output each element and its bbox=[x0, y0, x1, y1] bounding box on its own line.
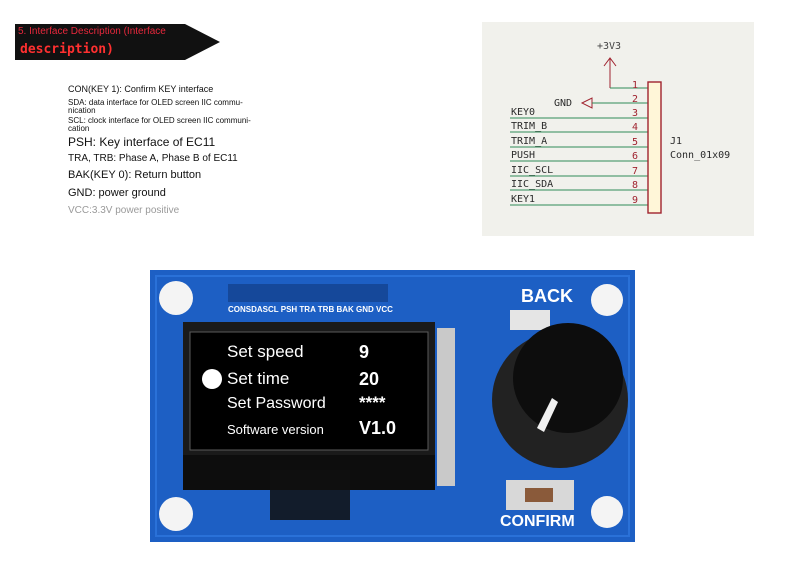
net-label: IIC_SDA bbox=[511, 179, 554, 190]
section-title-line2: description) bbox=[20, 42, 114, 57]
menu-item-software-version: Software version bbox=[227, 422, 324, 437]
connector-ref: J1 bbox=[670, 136, 683, 147]
net-label: PUSH bbox=[511, 150, 536, 161]
confirm-label: CONFIRM bbox=[500, 513, 575, 530]
pin-number: 7 bbox=[632, 166, 639, 177]
net-label: KEY1 bbox=[511, 194, 536, 205]
net-label: TRIM_B bbox=[511, 121, 548, 132]
menu-value-set-speed: 9 bbox=[359, 342, 370, 362]
pin-number: 6 bbox=[632, 151, 639, 162]
pin-number: 9 bbox=[632, 195, 639, 206]
desc-scl-line2: cation bbox=[68, 124, 90, 133]
connector-schematic: +3V3 GND J1 Conn_01x09 1 2 3 4 5 6 7 8 9… bbox=[482, 22, 754, 236]
oled-module-board: CONSDASCL PSH TRA TRB BAK GND VCC BACK C… bbox=[150, 270, 635, 542]
pin-number: 1 bbox=[632, 80, 639, 91]
menu-value-set-time: 20 bbox=[359, 369, 380, 389]
desc-gnd: GND: power ground bbox=[68, 187, 166, 199]
pin-number: 4 bbox=[632, 122, 639, 133]
desc-bak: BAK(KEY 0): Return button bbox=[68, 169, 202, 181]
pin-number: 5 bbox=[632, 137, 639, 148]
pin-number: 3 bbox=[632, 108, 639, 119]
desc-tra-trb: TRA, TRB: Phase A, Phase B of EC11 bbox=[68, 153, 238, 164]
desc-scl-line1: SCL: clock interface for OLED screen IIC… bbox=[68, 116, 251, 125]
section-title-banner: 5. Interface Description (Interface desc… bbox=[15, 24, 220, 60]
net-label: TRIM_A bbox=[511, 136, 548, 147]
net-label: IIC_SCL bbox=[511, 165, 554, 176]
header-pin-labels: CONSDASCL PSH TRA TRB BAK GND VCC bbox=[228, 305, 393, 314]
pin-number: 2 bbox=[632, 94, 639, 105]
connector-part: Conn_01x09 bbox=[670, 150, 731, 161]
section-title-line1: 5. Interface Description (Interface bbox=[18, 26, 166, 37]
selection-cursor-icon bbox=[202, 369, 222, 389]
banner-arrow-shape bbox=[15, 24, 220, 60]
board-artwork bbox=[150, 270, 635, 542]
desc-psh: PSH: Key interface of EC11 bbox=[68, 135, 216, 149]
menu-item-set-time: Set time bbox=[227, 369, 290, 388]
desc-vcc: VCC:3.3V power positive bbox=[68, 205, 180, 216]
menu-value-software-version: V1.0 bbox=[359, 418, 397, 438]
menu-item-set-speed: Set speed bbox=[227, 342, 304, 361]
menu-value-set-password: **** bbox=[359, 393, 386, 412]
power-label: +3V3 bbox=[597, 41, 622, 52]
net-label: KEY0 bbox=[511, 107, 536, 118]
back-label: BACK bbox=[521, 286, 573, 306]
schematic-drawing bbox=[510, 57, 662, 214]
gnd-label: GND bbox=[554, 98, 573, 109]
menu-item-set-password: Set Password bbox=[227, 395, 326, 412]
pin-number: 8 bbox=[632, 180, 639, 191]
desc-sda-line1: SDA: data interface for OLED screen IIC … bbox=[68, 98, 243, 107]
desc-sda-line2: nication bbox=[68, 106, 96, 115]
desc-con: CON(KEY 1): Confirm KEY interface bbox=[68, 84, 214, 94]
